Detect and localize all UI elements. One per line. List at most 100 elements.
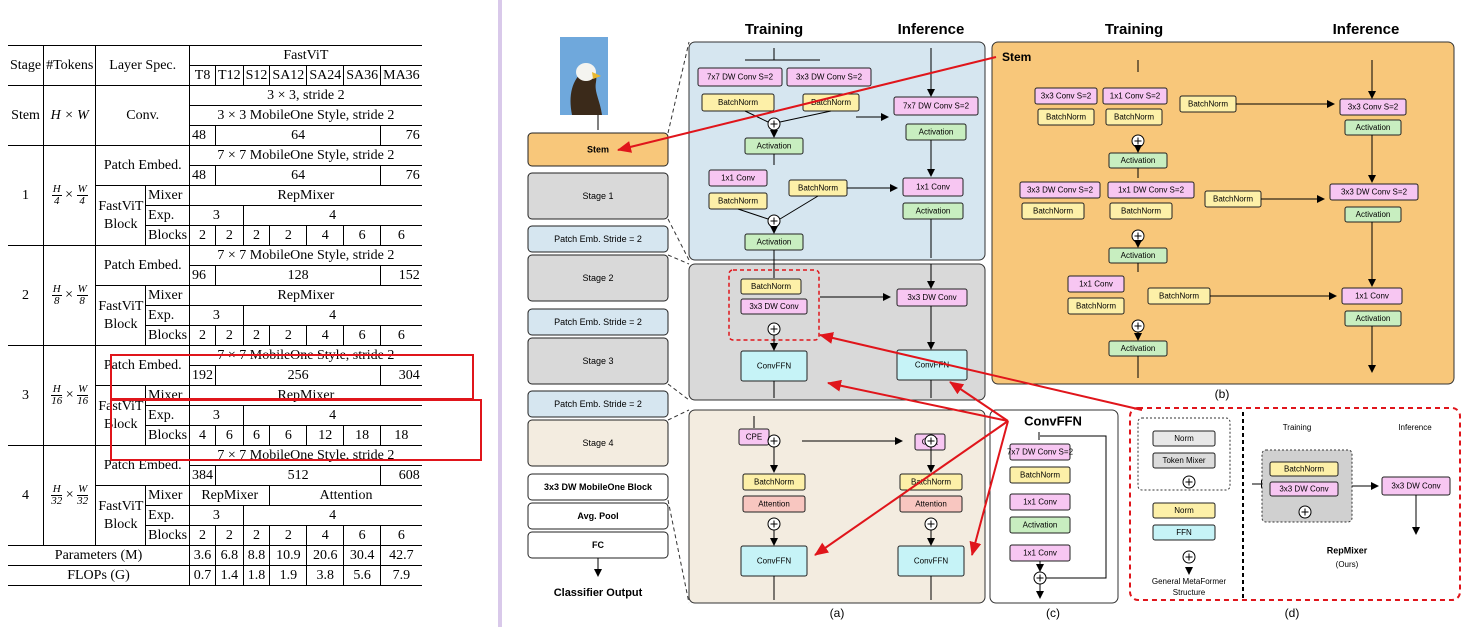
plus-icon xyxy=(1036,574,1044,582)
params-value: 8.8 xyxy=(242,545,271,566)
ffn-block-text: FFN xyxy=(1176,528,1192,537)
eagle-beak xyxy=(592,72,601,79)
plus-icon xyxy=(1185,478,1193,486)
norm-block xyxy=(1152,430,1216,447)
exp-value: 4 xyxy=(242,205,422,226)
stem-width-t8: 48 xyxy=(189,125,217,146)
attention-block-text: Attention xyxy=(758,500,790,509)
stem-layer: Conv. xyxy=(95,85,191,146)
tokens-den: 32 xyxy=(51,495,63,507)
dashed-line xyxy=(667,218,690,261)
flops-value: 1.8 xyxy=(242,565,271,586)
block-label: FastViT Block xyxy=(95,185,147,246)
caption-a: (a) xyxy=(830,606,845,620)
conv1x1-text: 1x1 Conv xyxy=(1355,292,1389,301)
tokens-num: W xyxy=(76,283,88,296)
plus-icon xyxy=(1134,322,1142,330)
activation-text: Activation xyxy=(757,142,792,151)
plus-icon xyxy=(770,217,778,225)
convffn-block-text: ConvFFN xyxy=(914,557,948,566)
header-training: Training xyxy=(745,21,803,38)
red-arrow xyxy=(949,381,1009,422)
pipeline-block xyxy=(527,502,669,530)
activation xyxy=(1344,310,1402,327)
params-value: 6.8 xyxy=(215,545,244,566)
dw3s2-conv-text: 3x3 DW Conv S=2 xyxy=(796,73,863,82)
flops-value: 3.8 xyxy=(306,565,345,586)
activation-text: Activation xyxy=(916,207,951,216)
dw3-conv-text: 3x3 DW Conv xyxy=(749,302,798,311)
pipeline-block xyxy=(527,337,669,385)
conv1x1 xyxy=(1067,275,1125,293)
ours-label: (Ours) xyxy=(1336,560,1359,569)
batchnorm-text: BatchNorm xyxy=(798,184,838,193)
red-arrow xyxy=(969,420,1009,556)
plus-icon xyxy=(770,437,778,445)
connector-line xyxy=(737,208,769,220)
variant-sa36: SA36 xyxy=(343,65,382,86)
red-arrow xyxy=(827,379,1009,422)
red-arrow xyxy=(819,332,1143,411)
tokens-den: 4 xyxy=(53,195,60,207)
header-stage: Stage xyxy=(8,45,45,86)
header-inference: Inference xyxy=(898,21,965,38)
stem-spec-1: 3 × 3, stride 2 xyxy=(189,85,422,106)
batchnorm-text: BatchNorm xyxy=(1188,100,1228,109)
batchnorm xyxy=(1105,108,1163,126)
exp-value: 3 xyxy=(189,305,244,326)
dashed-line xyxy=(667,41,690,134)
stage3-block-highlight xyxy=(110,399,482,461)
exp-label: Exp. xyxy=(145,505,191,526)
dw7-conv-text: 7x7 DW Conv S=2 xyxy=(903,102,970,111)
dashed-line xyxy=(667,499,690,604)
batchnorm-text: BatchNorm xyxy=(811,98,851,107)
cpe-block-text: CPE xyxy=(746,433,762,442)
dw3-conv xyxy=(1269,481,1339,497)
token-mixer-block-text: Token Mixer xyxy=(1162,456,1205,465)
block-label: FastViT Block xyxy=(95,485,147,546)
blocks-value: 6 xyxy=(343,325,382,346)
width-t8: 96 xyxy=(189,265,217,286)
convffn-title: ConvFFN xyxy=(1024,413,1082,428)
pipeline-block xyxy=(527,419,669,467)
tokens-num: H xyxy=(51,383,63,396)
convffn-block-text: ConvFFN xyxy=(757,557,791,566)
flops-value: 5.6 xyxy=(343,565,382,586)
params-value: 30.4 xyxy=(343,545,382,566)
batchnorm-text: BatchNorm xyxy=(1046,113,1086,122)
activation-text: Activation xyxy=(1356,123,1391,132)
attention-block xyxy=(899,495,963,513)
batchnorm-text: BatchNorm xyxy=(718,197,758,206)
pipeline-label: Stage 3 xyxy=(582,356,613,366)
convffn-block-text: ConvFFN xyxy=(915,361,949,370)
params-label: Parameters (M) xyxy=(8,545,191,566)
mixer-value: RepMixer xyxy=(189,485,271,506)
exp-value: 3 xyxy=(189,205,244,226)
width-ma36: 608 xyxy=(380,465,422,486)
tokens-den: 8 xyxy=(79,295,85,307)
dw7-conv xyxy=(1009,443,1071,461)
blocks-label: Blocks xyxy=(145,525,191,546)
dashed-line xyxy=(667,254,690,265)
conv1x1-text: 1x1 Conv xyxy=(1023,549,1057,558)
blocks-value: 2 xyxy=(189,325,217,346)
batchnorm-text: BatchNorm xyxy=(751,282,791,291)
stem-spec-2: 3 × 3 MobileOne Style, stride 2 xyxy=(189,105,422,126)
batchnorm xyxy=(1009,466,1071,484)
dw7-conv-text: 7x7 DW Conv S=2 xyxy=(707,73,774,82)
mixer-value: RepMixer xyxy=(189,185,422,206)
skip-connection xyxy=(1040,435,1107,579)
dw3s2-conv xyxy=(786,67,872,87)
conv1x1-s2-text: 1x1 Conv S=2 xyxy=(1110,92,1161,101)
red-arrow xyxy=(617,56,997,153)
dw3s2-conv xyxy=(1329,183,1419,201)
stem-stage: Stem xyxy=(8,85,45,146)
connector-line xyxy=(779,195,819,220)
width-ma36: 152 xyxy=(380,265,422,286)
exp-label: Exp. xyxy=(145,405,191,426)
params-value: 42.7 xyxy=(380,545,422,566)
exp-value: 4 xyxy=(242,505,422,526)
stage-number: 1 xyxy=(8,145,45,246)
